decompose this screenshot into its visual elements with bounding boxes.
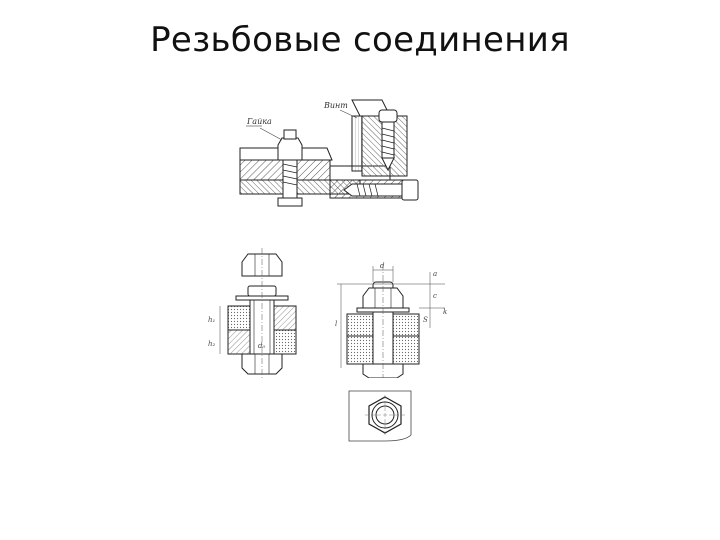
screw-label: Винт bbox=[323, 101, 348, 110]
assembly-illustration: Гайка Винт bbox=[239, 99, 419, 207]
nut-top-view-illustration bbox=[348, 390, 412, 442]
dim-l: l bbox=[335, 320, 337, 328]
threaded-assembly-drawing: Гайка Винт bbox=[232, 88, 432, 213]
dim-h2: h₂ bbox=[208, 340, 216, 348]
nut-label: Гайка bbox=[246, 117, 272, 126]
bolt-exploded-drawing: h₁ h₂ d₀ bbox=[200, 248, 310, 380]
dim-h1: h₁ bbox=[208, 316, 216, 324]
dim-d0: d₀ bbox=[258, 342, 265, 350]
bolt-assembled-drawing: d l a c k S bbox=[335, 258, 465, 379]
bolt-exploded-illustration: h₁ h₂ d₀ bbox=[208, 248, 297, 380]
dim-a: a bbox=[433, 270, 437, 278]
nut-top-view-drawing bbox=[345, 385, 425, 445]
dim-c: c bbox=[433, 292, 437, 300]
slide-title: Резьбовые соединения bbox=[150, 20, 570, 60]
dim-k: k bbox=[443, 308, 447, 316]
bolt-assembled-illustration: d l a c k S bbox=[335, 262, 447, 379]
dim-d: d bbox=[380, 262, 385, 270]
dim-s: S bbox=[423, 316, 428, 324]
